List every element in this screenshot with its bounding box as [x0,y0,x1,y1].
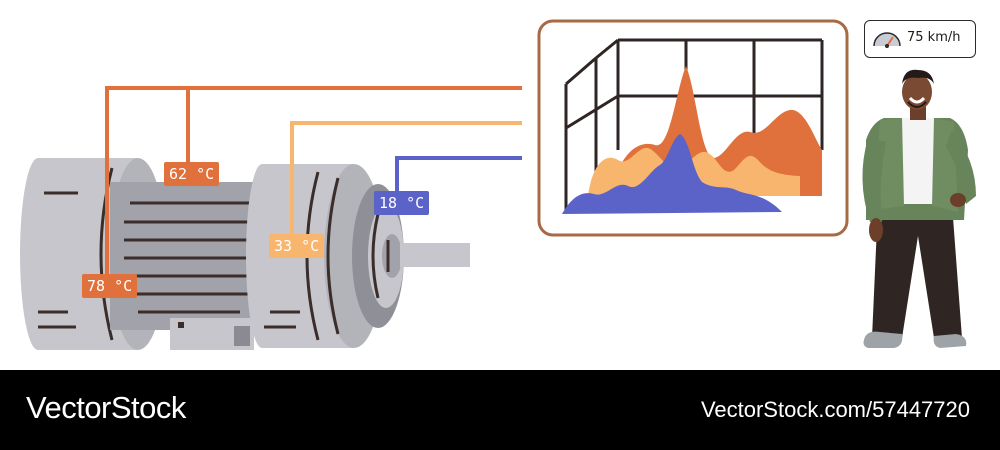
wire-78 [105,86,522,274]
image-url: VectorStock.com/57447720 [700,397,970,422]
wire-18 [395,156,522,191]
speed-speech-bubble: 75 km/h [864,20,976,58]
scene-artwork [20,19,976,350]
stock-footer-bar: VectorStock VectorStock.com/57447720 [0,370,1000,450]
series-cool-area [562,134,782,214]
temperature-chart-panel [537,19,849,237]
wire-33 [290,121,522,234]
electric-motor [20,158,470,350]
temperature-tag-18: 18 °C [374,191,430,215]
speed-value: 75 km/h [907,30,961,45]
temperature-tag-62: 62 °C [164,162,220,186]
temperature-tag-78: 78 °C [82,274,138,298]
motor-shaft [400,243,470,267]
sensor-wires [105,86,522,274]
temperature-tag-33: 33 °C [269,234,325,258]
illustration-scene: 62 °C 78 °C 33 °C 18 °C 75 km/h [20,19,976,350]
vectorstock-logo: VectorStock [26,390,186,425]
motor-body [110,182,270,350]
person-illustration [862,69,976,348]
speedometer-icon [873,32,901,48]
